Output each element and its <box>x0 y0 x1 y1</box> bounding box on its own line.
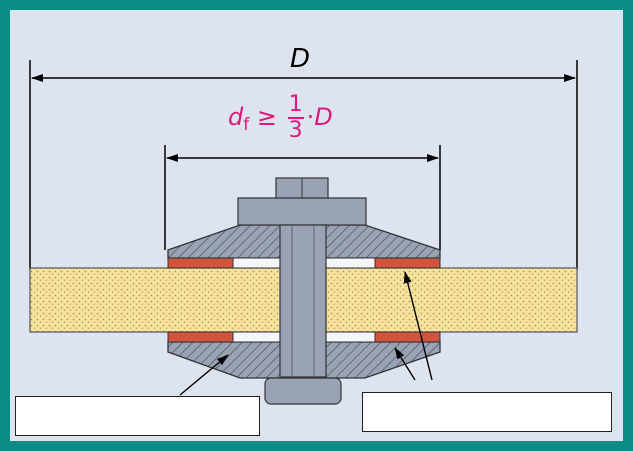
leader-lines <box>179 271 433 396</box>
formula-relation: ≥ <box>256 103 277 131</box>
formula-numerator: 1 <box>288 92 303 117</box>
formula-lhs-subscript: f <box>243 115 250 135</box>
formula-lhs: d <box>228 103 244 131</box>
label-box-left[interactable] <box>15 396 260 436</box>
dimension-d <box>29 60 578 270</box>
formula-fraction: 1 3 <box>287 92 304 143</box>
dimension-d-label: D <box>290 44 311 74</box>
formula-rhs: D <box>314 103 333 131</box>
formula-operator: · <box>306 103 315 131</box>
bolt <box>237 177 367 405</box>
formula-denominator: 3 <box>288 118 303 143</box>
flange-diameter-formula: df ≥ 1 3 ·D <box>228 94 333 142</box>
dimension-df <box>164 145 441 250</box>
label-box-right[interactable] <box>362 392 612 432</box>
